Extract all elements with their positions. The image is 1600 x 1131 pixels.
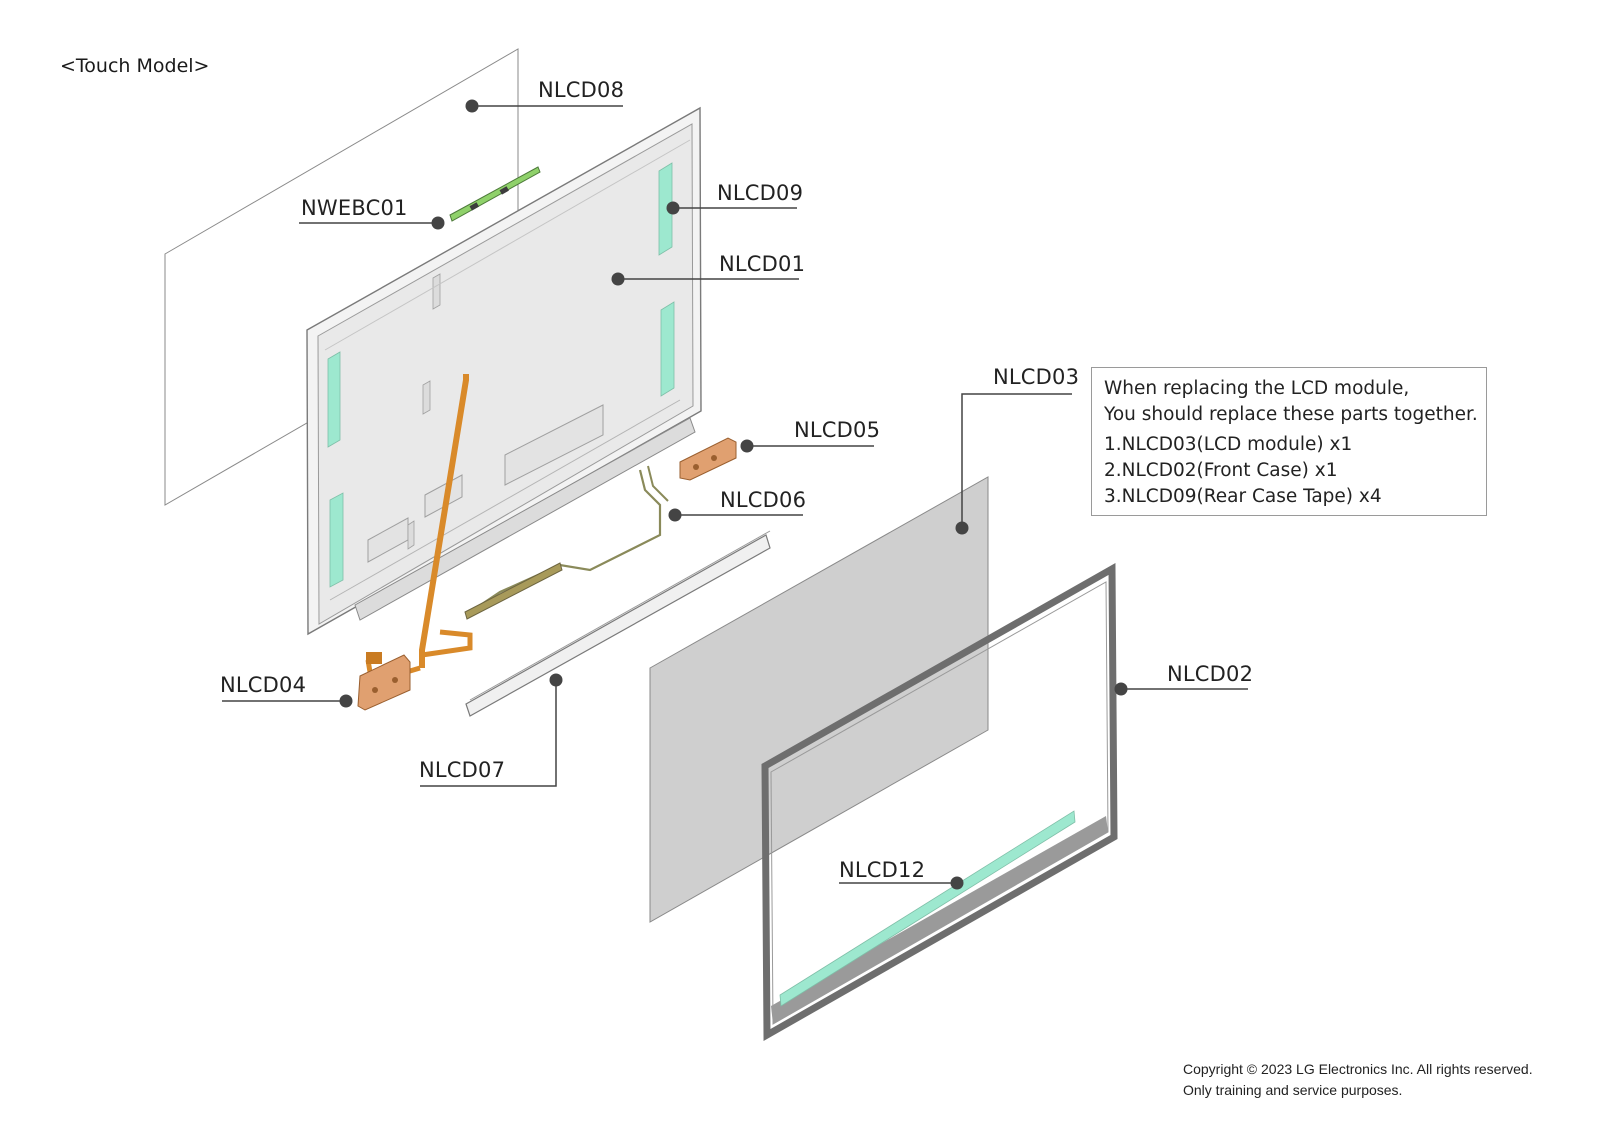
label-nlcd04: NLCD04 <box>220 673 307 697</box>
bezel-tape <box>779 810 1076 1007</box>
callout-dot <box>1114 682 1128 696</box>
label-nwebc01: NWEBC01 <box>301 196 408 220</box>
label-nlcd07: NLCD07 <box>419 758 506 782</box>
label-nlcd05: NLCD05 <box>794 418 881 442</box>
left-hinge <box>357 654 411 711</box>
copyright-line-2: Only training and service purposes. <box>1183 1082 1403 1098</box>
callout-dot <box>611 272 625 286</box>
callout-dot <box>549 673 563 687</box>
callout-dot <box>431 216 445 230</box>
callout-dot <box>740 439 754 453</box>
callout-dot <box>668 508 682 522</box>
webcam-board <box>449 166 541 222</box>
label-nlcd01: NLCD01 <box>719 252 806 276</box>
label-nlcd06: NLCD06 <box>720 488 807 512</box>
front-bezel <box>761 563 1118 1042</box>
callout-dot <box>950 876 964 890</box>
leader-lines <box>222 105 1248 884</box>
label-nlcd09: NLCD09 <box>717 181 804 205</box>
lcd-panel <box>649 476 989 923</box>
note-line-2: You should replace these parts together. <box>1104 404 1478 425</box>
copyright-line-1: Copyright © 2023 LG Electronics Inc. All… <box>1183 1061 1533 1077</box>
note-line-1: When replacing the LCD module, <box>1104 378 1410 399</box>
note-item-3: 3.NLCD09(Rear Case Tape) x4 <box>1104 486 1382 507</box>
label-nlcd12: NLCD12 <box>839 858 926 882</box>
rear-case <box>306 106 702 636</box>
right-hinge <box>679 437 737 481</box>
rear-case-tapes <box>327 162 675 588</box>
callout-dot <box>666 201 680 215</box>
diagram-title: <Touch Model> <box>60 55 210 77</box>
callout-dot <box>955 521 969 535</box>
label-nlcd03: NLCD03 <box>993 365 1080 389</box>
callout-dot <box>465 99 479 113</box>
callout-dots <box>339 99 1128 890</box>
note-item-1: 1.NLCD03(LCD module) x1 <box>1104 434 1353 455</box>
antenna-cable <box>464 465 669 620</box>
callout-dot <box>339 694 353 708</box>
hinge-cover <box>465 530 771 717</box>
note-item-2: 2.NLCD02(Front Case) x1 <box>1104 460 1338 481</box>
label-nlcd02: NLCD02 <box>1167 662 1254 686</box>
replacement-note-box: When replacing the LCD module, You shoul… <box>1091 367 1487 516</box>
label-nlcd08: NLCD08 <box>538 78 625 102</box>
copyright-notice: Copyright © 2023 LG Electronics Inc. All… <box>1183 1059 1533 1101</box>
